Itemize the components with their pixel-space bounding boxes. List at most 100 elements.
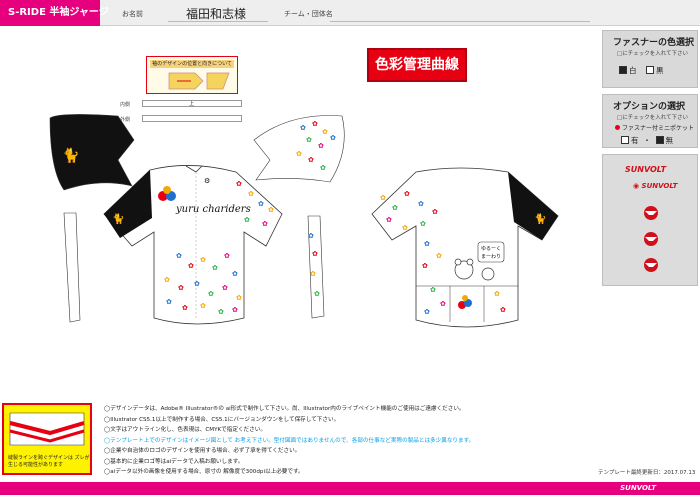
speech-bubble-line2: まーわり — [481, 253, 501, 260]
svg-text:✿: ✿ — [402, 224, 408, 232]
svg-text:✿: ✿ — [200, 302, 206, 310]
team-field[interactable] — [330, 4, 590, 22]
seam-warning-box: 縫製ラインを跨ぐデザインは ズレが生じる可能性があります — [2, 403, 92, 475]
svg-text:✿: ✿ — [380, 194, 386, 202]
paw-print-pattern: ✿✿✿ ✿✿✿ ✿✿✿ ✿✿✿ ✿✿✿ ✿✿✿ ✿✿✿ ✿✿✿ ✿✿✿ ✿✿✿ … — [164, 120, 506, 316]
submission-notes: ◯デザインデータは、Adobe® Illustrator®の ai形式で制作して… — [104, 404, 574, 478]
svg-text:✿: ✿ — [258, 200, 264, 208]
svg-text:✿: ✿ — [430, 286, 436, 294]
svg-text:✿: ✿ — [436, 252, 442, 260]
svg-text:✿: ✿ — [308, 232, 314, 240]
svg-text:✿: ✿ — [224, 252, 230, 260]
svg-text:✿: ✿ — [208, 290, 214, 298]
option-title: オプションの選択 — [613, 102, 686, 112]
back-jersey-body — [371, 167, 559, 328]
sleeve-inner-bar: 上 — [142, 100, 242, 107]
svg-text:✿: ✿ — [404, 190, 410, 198]
fastener-title: ファスナーの色選択 — [613, 38, 695, 48]
option-no-checkbox[interactable]: 無 — [655, 136, 673, 145]
sleeve-outer-bar — [142, 115, 242, 122]
option-panel: オプションの選択 □にチェックを入れて下さい ファスナー付ミニポケット 有 ・ … — [602, 94, 698, 148]
svg-text:✿: ✿ — [200, 256, 206, 264]
svg-text:✿: ✿ — [164, 276, 170, 284]
svg-text:✿: ✿ — [166, 298, 172, 306]
svg-text:✿: ✿ — [236, 180, 242, 188]
svg-text:✿: ✿ — [232, 270, 238, 278]
svg-text:✿: ✿ — [182, 304, 188, 312]
svg-text:✿: ✿ — [314, 290, 320, 298]
name-field[interactable] — [168, 4, 268, 22]
sleeve-arrow-diagram — [168, 72, 230, 90]
product-title: S-RIDE 半袖ジャージ — [0, 0, 109, 26]
footer-bar: SUNVOLT — [0, 482, 700, 495]
sunvolt-logo-1: SUNVOLT — [625, 165, 667, 174]
svg-text:✿: ✿ — [312, 250, 318, 258]
note-line-7: ◯aiデータ以外の画像を使用する場合、原寸の 解像度で300dpi以上必要です。 — [104, 469, 304, 475]
svg-text:✿: ✿ — [424, 308, 430, 316]
svg-text:✿: ✿ — [188, 262, 194, 270]
sleeve-position-note: 袖のデザインの位置と向きについて — [146, 56, 238, 94]
svg-text:✿: ✿ — [308, 156, 314, 164]
right-sleeve-panel — [253, 115, 345, 183]
svg-text:✿: ✿ — [178, 284, 184, 292]
template-date: テンプレート最終更新日：2017.07.13 — [598, 470, 696, 476]
note-line-6: ◯基本的に企業ロゴ等はaiデータで入稿お願いします。 — [104, 458, 244, 465]
note-line-4: ◯テンプレート上でのデザインはイメージ図として お考え下さい。型付図面ではありま… — [104, 437, 475, 444]
right-side-panel — [307, 215, 325, 319]
svg-text:✿: ✿ — [222, 284, 228, 292]
sleeve-outer-label: 外側 — [120, 117, 131, 123]
sleeve-inner-label: 内側 — [120, 102, 131, 108]
svg-text:✿: ✿ — [330, 134, 336, 142]
name-value: 福田和志様 — [186, 7, 247, 21]
svg-text:✿: ✿ — [236, 294, 242, 302]
svg-text:✿: ✿ — [248, 190, 254, 198]
svg-text:✿: ✿ — [318, 142, 324, 150]
svg-text:✿: ✿ — [440, 300, 446, 308]
fastener-sub: □にチェックを入れて下さい — [617, 51, 689, 57]
color-management-title: 色彩管理曲線 — [367, 48, 467, 82]
option-yes-checkbox[interactable]: 有 — [621, 136, 639, 145]
svg-text:✿: ✿ — [218, 308, 224, 316]
svg-text:✿: ✿ — [494, 290, 500, 298]
sunvolt-logo-2: ◉ SUNVOLT — [633, 182, 678, 190]
option-sub: □にチェックを入れて下さい — [617, 115, 689, 121]
svg-text:✿: ✿ — [322, 128, 328, 136]
svg-text:✿: ✿ — [386, 216, 392, 224]
team-label: チーム・団体名 — [284, 10, 333, 18]
name-label: お名前 — [122, 10, 143, 18]
svg-text:✿: ✿ — [500, 306, 506, 314]
svg-text:✿: ✿ — [422, 262, 428, 270]
left-sleeve-panel — [49, 114, 135, 191]
back-right-sleeve-black — [508, 172, 558, 240]
cat-icon-back: 🐈 — [534, 212, 546, 225]
note-line-2: ◯Illustrator CS5.1以上で制作する場合、CS5.1にバージョンダ… — [104, 416, 340, 423]
svg-text:✿: ✿ — [244, 216, 250, 224]
svg-text:✿: ✿ — [420, 220, 426, 228]
front-left-sleeve-black — [104, 170, 152, 238]
svg-text:✿: ✿ — [268, 206, 274, 214]
svg-text:✿: ✿ — [310, 270, 316, 278]
header-bar: S-RIDE 半袖ジャージ お名前 福田和志様 チーム・団体名 — [0, 0, 700, 26]
svg-text:⚙: ⚙ — [204, 177, 210, 185]
note-line-5: ◯企業や自治体のロゴのデザインを使用する場合、必ず了承を得てください。 — [104, 448, 301, 454]
svg-text:✿: ✿ — [300, 124, 306, 132]
svg-text:✿: ✿ — [232, 306, 238, 314]
svg-text:✿: ✿ — [312, 120, 318, 128]
left-side-panel — [63, 212, 81, 323]
svg-text:✿: ✿ — [392, 204, 398, 212]
cat-icon-left: 🐈 — [62, 147, 79, 164]
svg-text:✿: ✿ — [194, 280, 200, 288]
fastener-black-checkbox[interactable]: 黒 — [646, 66, 664, 75]
note-line-1: ◯デザインデータは、Adobe® Illustrator®の ai形式で制作して… — [104, 406, 465, 412]
speech-bubble-line1: ゆるーく — [481, 246, 501, 252]
option-item: ファスナー付ミニポケット — [615, 123, 697, 132]
fastener-white-checkbox[interactable]: 白 — [619, 66, 637, 75]
note-line-3: ◯文字はアウトライン化し、色表現は、CMYKで指定ください。 — [104, 427, 266, 433]
footer-brand-logo: SUNVOLT — [620, 484, 656, 492]
fastener-color-panel: ファスナーの色選択 □にチェックを入れて下さい 白 黒 — [602, 30, 698, 88]
svg-text:✿: ✿ — [212, 264, 218, 272]
svg-text:✿: ✿ — [296, 150, 302, 158]
seam-warning-text: 縫製ラインを跨ぐデザインは ズレが生じる可能性があります — [8, 455, 90, 468]
seam-diagram — [9, 412, 85, 446]
